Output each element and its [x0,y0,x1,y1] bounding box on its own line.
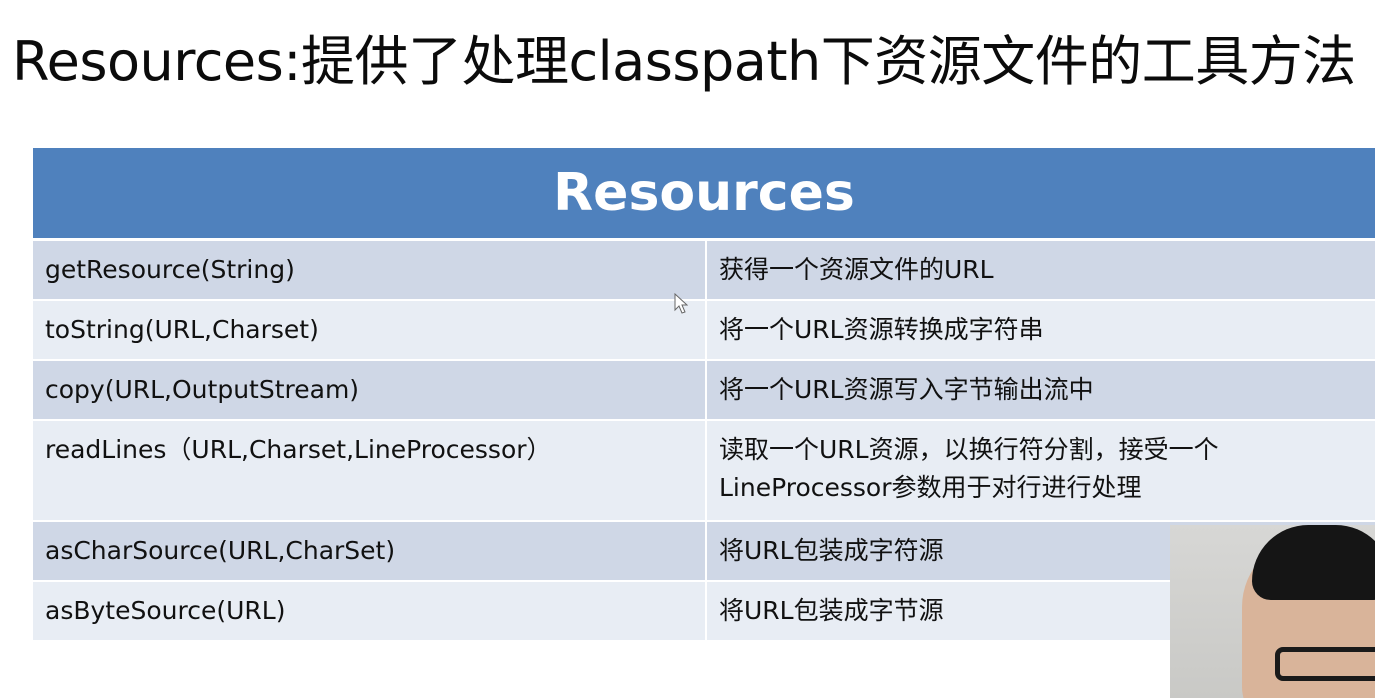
description-cell: 将URL包装成字符源 [719,536,944,565]
description-cell: 将一个URL资源写入字节输出流中 [719,375,1094,404]
person-glasses [1275,647,1375,681]
resources-table: Resources getResource(String) 获得一个资源文件的U… [33,148,1375,642]
webcam-overlay [1170,525,1375,698]
description-cell: 将一个URL资源转换成字符串 [719,315,1044,344]
table-row: getResource(String) 获得一个资源文件的URL [33,241,1375,301]
method-cell: asCharSource(URL,CharSet) [33,522,707,580]
slide-title: Resources:提供了处理classpath下资源文件的工具方法 [12,30,1356,93]
method-cell: getResource(String) [33,241,707,299]
method-cell: asByteSource(URL) [33,582,707,640]
table-row: readLines（URL,Charset,LineProcessor） 读取一… [33,421,1375,522]
table-header: Resources [33,148,1375,241]
method-cell: copy(URL,OutputStream) [33,361,707,419]
table-row: asByteSource(URL) 将URL包装成字节源 [33,582,1375,642]
person-hair [1252,525,1375,600]
table-row: asCharSource(URL,CharSet) 将URL包装成字符源 [33,522,1375,582]
description-cell: 将URL包装成字节源 [719,596,944,625]
description-cell: 读取一个URL资源，以换行符分割，接受一个LineProcessor参数用于对行… [719,435,1219,502]
description-cell: 获得一个资源文件的URL [719,255,994,284]
table-row: toString(URL,Charset) 将一个URL资源转换成字符串 [33,301,1375,361]
method-cell: readLines（URL,Charset,LineProcessor） [33,421,707,520]
method-cell: toString(URL,Charset) [33,301,707,359]
table-row: copy(URL,OutputStream) 将一个URL资源写入字节输出流中 [33,361,1375,421]
